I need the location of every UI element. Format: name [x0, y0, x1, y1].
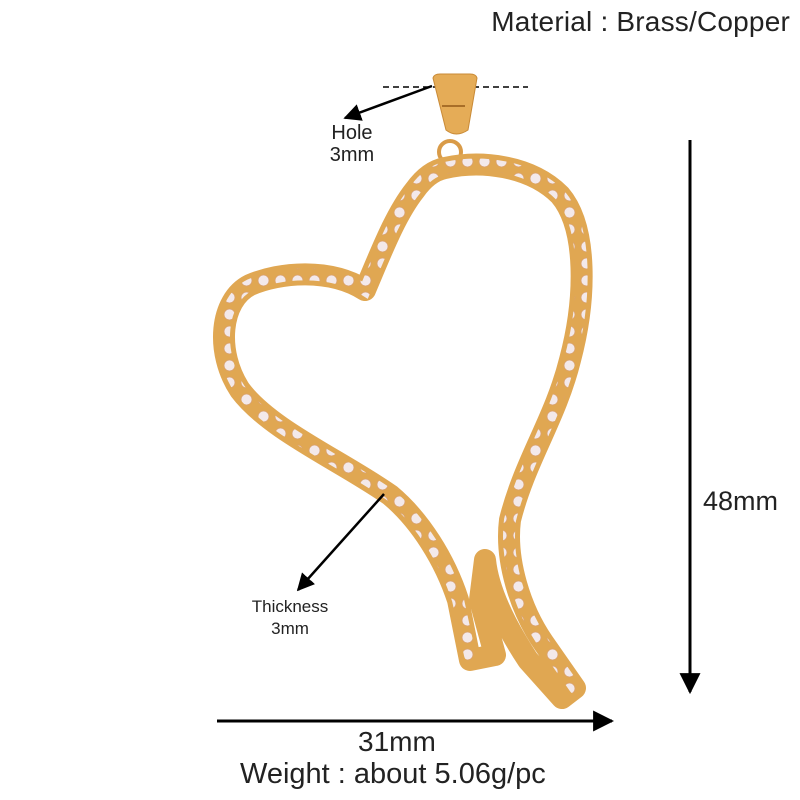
hole-label: Hole	[331, 122, 373, 144]
thickness-value: 3mm	[271, 619, 309, 638]
thickness-annotation: Thickness 3mm	[238, 596, 342, 640]
hole-arrow	[343, 84, 433, 121]
thickness-arrow	[296, 493, 385, 592]
bail	[432, 73, 478, 165]
hole-value: 3mm	[329, 144, 375, 166]
thickness-label: Thickness	[251, 597, 329, 616]
hole-annotation: Hole 3mm	[324, 122, 380, 166]
height-value: 48mm	[703, 486, 779, 516]
material-label: Material : Brass/Copper	[491, 6, 790, 37]
heart-pendant	[213, 153, 593, 709]
weight-label: Weight : about 5.06g/pc	[240, 758, 546, 790]
width-value: 31mm	[358, 726, 436, 757]
